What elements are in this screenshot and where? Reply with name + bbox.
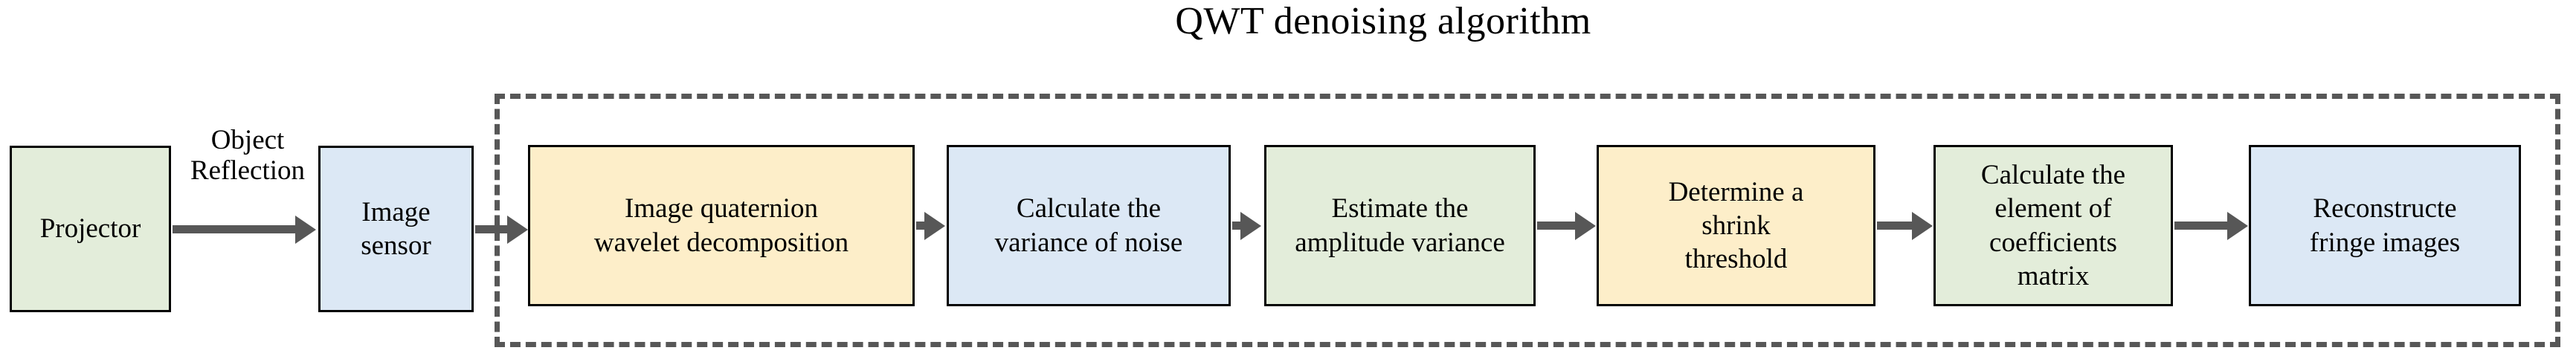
node-shrink-threshold[interactable]: Determine a shrink threshold — [1597, 145, 1875, 306]
node-image-sensor[interactable]: Image sensor — [318, 146, 474, 312]
edge-label-object-reflection: Object Reflection — [190, 125, 306, 187]
page-title: QWT denoising algorithm — [1175, 0, 1591, 42]
arrow-shrink-threshold-to-coefficients-matrix — [1877, 222, 1913, 230]
arrow-projector-to-image-sensor — [173, 225, 296, 233]
qwt-algorithm-group-box — [495, 94, 2560, 347]
arrow-coefficients-matrix-to-reconstruct — [2174, 222, 2228, 230]
node-noise-variance[interactable]: Calculate the variance of noise — [947, 145, 1231, 306]
node-amp-variance[interactable]: Estimate the amplitude variance — [1264, 145, 1536, 306]
node-reconstruct-fringe-images[interactable]: Reconstructe fringe images — [2249, 145, 2521, 306]
node-projector[interactable]: Projector — [10, 146, 171, 312]
arrow-noise-variance-to-amp-variance — [1232, 222, 1241, 230]
arrow-qwt-decompose-to-noise-variance — [916, 222, 925, 230]
arrow-amp-variance-to-shrink-threshold — [1537, 222, 1576, 230]
arrow-image-sensor-to-qwt-decompose — [475, 225, 508, 233]
node-qwt-decompose[interactable]: Image quaternion wavelet decomposition — [528, 145, 915, 306]
node-coefficients-matrix[interactable]: Calculate the element of coefficients ma… — [1933, 145, 2173, 306]
